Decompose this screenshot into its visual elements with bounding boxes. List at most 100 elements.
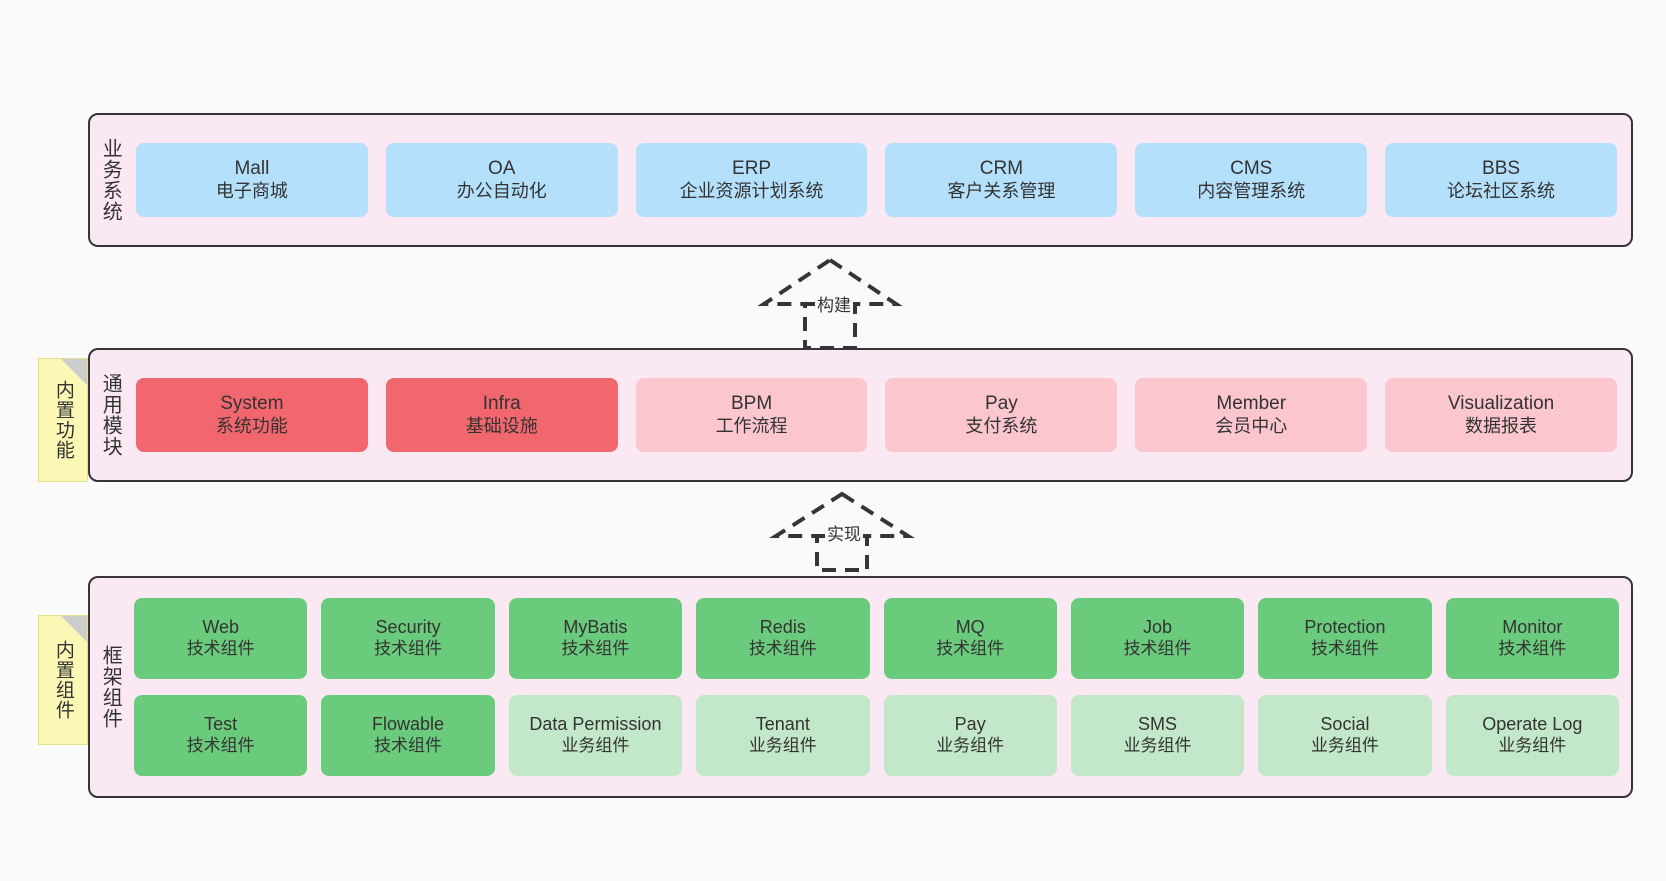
box-oa[interactable]: OA 办公自动化 xyxy=(385,143,618,217)
box-flowable[interactable]: Flowable 技术组件 xyxy=(321,695,495,776)
box-redis[interactable]: Redis 技术组件 xyxy=(696,598,870,679)
box-subtitle: 技术组件 xyxy=(748,639,817,659)
box-subtitle: 会员中心 xyxy=(1215,415,1288,436)
box-subtitle: 企业资源计划系统 xyxy=(679,180,824,201)
note-builtin-functions: 内置功能 xyxy=(38,358,88,482)
box-title: Protection xyxy=(1304,617,1386,638)
note-fold-corner-icon xyxy=(61,616,87,642)
box-subtitle: 技术组件 xyxy=(186,736,255,756)
box-subtitle: 技术组件 xyxy=(936,639,1005,659)
box-title: Social xyxy=(1320,714,1370,735)
box-subtitle: 基础设施 xyxy=(465,415,538,436)
arrow-build: 构建 xyxy=(757,257,903,350)
box-title: Security xyxy=(375,617,441,638)
note-label: 内置功能 xyxy=(52,380,74,460)
box-pay-component[interactable]: Pay 业务组件 xyxy=(883,695,1057,776)
box-crm[interactable]: CRM 客户关系管理 xyxy=(885,143,1118,217)
box-subtitle: 技术组件 xyxy=(1123,639,1192,659)
box-subtitle: 系统功能 xyxy=(215,415,288,436)
box-mq[interactable]: MQ 技术组件 xyxy=(883,598,1057,679)
layer-title-framework-components: 框架组件 xyxy=(99,645,122,729)
box-subtitle: 数据报表 xyxy=(1465,415,1538,436)
layer-row: Mall 电子商城 OA 办公自动化 ERP 企业资源计划系统 CRM 客户关系… xyxy=(136,143,1617,217)
box-system[interactable]: System 系统功能 xyxy=(136,378,368,452)
box-subtitle: 论坛社区系统 xyxy=(1447,180,1556,201)
box-infra[interactable]: Infra 基础设施 xyxy=(385,378,618,452)
box-title: SMS xyxy=(1138,714,1178,735)
arrow-build-label: 构建 xyxy=(815,291,853,316)
box-subtitle: 办公自动化 xyxy=(456,180,547,201)
note-builtin-components: 内置组件 xyxy=(38,615,88,745)
box-security[interactable]: Security 技术组件 xyxy=(321,598,495,679)
box-title: Member xyxy=(1216,393,1287,415)
box-member[interactable]: Member 会员中心 xyxy=(1135,378,1368,452)
box-visualization[interactable]: Visualization 数据报表 xyxy=(1385,378,1617,452)
box-operate-log[interactable]: Operate Log 业务组件 xyxy=(1445,695,1619,776)
box-subtitle: 业务组件 xyxy=(1123,736,1192,756)
box-title: Mall xyxy=(234,158,270,180)
box-protection[interactable]: Protection 技术组件 xyxy=(1258,598,1432,679)
box-title: MQ xyxy=(955,617,985,638)
box-cms[interactable]: CMS 内容管理系统 xyxy=(1135,143,1368,217)
box-subtitle: 电子商城 xyxy=(215,180,288,201)
box-subtitle: 技术组件 xyxy=(561,639,630,659)
box-title: Operate Log xyxy=(1482,714,1583,735)
box-title: CMS xyxy=(1230,158,1273,180)
box-subtitle: 支付系统 xyxy=(965,415,1038,436)
box-subtitle: 工作流程 xyxy=(715,415,788,436)
box-title: ERP xyxy=(732,158,772,180)
box-title: BPM xyxy=(730,393,773,415)
box-subtitle: 业务组件 xyxy=(936,736,1005,756)
box-title: Job xyxy=(1143,617,1173,638)
box-title: BBS xyxy=(1482,158,1521,180)
box-data-permission[interactable]: Data Permission 业务组件 xyxy=(508,695,683,776)
box-title: Monitor xyxy=(1502,617,1563,638)
box-title: Tenant xyxy=(755,714,810,735)
box-subtitle: 技术组件 xyxy=(1310,639,1379,659)
layer-body-business-systems: Mall 电子商城 OA 办公自动化 ERP 企业资源计划系统 CRM 客户关系… xyxy=(130,115,1631,245)
box-mybatis[interactable]: MyBatis 技术组件 xyxy=(508,598,683,679)
box-test[interactable]: Test 技术组件 xyxy=(134,695,308,776)
box-social[interactable]: Social 业务组件 xyxy=(1258,695,1432,776)
box-bbs[interactable]: BBS 论坛社区系统 xyxy=(1385,143,1617,217)
box-subtitle: 技术组件 xyxy=(374,639,443,659)
box-erp[interactable]: ERP 企业资源计划系统 xyxy=(635,143,868,217)
box-sms[interactable]: SMS 业务组件 xyxy=(1070,695,1245,776)
layer-business-systems: 业务系统 Mall 电子商城 OA 办公自动化 ERP 企业资源计划系统 CRM… xyxy=(88,113,1633,247)
layer-row-business: Test 技术组件 Flowable 技术组件 Data Permission … xyxy=(134,695,1619,776)
layer-framework-components: 框架组件 Web 技术组件 Security 技术组件 MyBatis 技术组件… xyxy=(88,576,1633,798)
layer-row: System 系统功能 Infra 基础设施 BPM 工作流程 Pay 支付系统… xyxy=(136,378,1617,452)
box-web[interactable]: Web 技术组件 xyxy=(134,598,308,679)
box-subtitle: 技术组件 xyxy=(1498,639,1567,659)
box-subtitle: 技术组件 xyxy=(374,736,443,756)
box-job[interactable]: Job 技术组件 xyxy=(1070,598,1245,679)
box-tenant[interactable]: Tenant 业务组件 xyxy=(696,695,870,776)
note-label: 内置组件 xyxy=(52,640,74,720)
layer-title-common-modules: 通用模块 xyxy=(99,373,122,457)
box-title: Pay xyxy=(954,714,986,735)
box-subtitle: 业务组件 xyxy=(561,736,630,756)
arrow-implement: 实现 xyxy=(769,491,915,572)
layer-title-business-systems: 业务系统 xyxy=(99,138,122,222)
box-title: Test xyxy=(204,714,238,735)
layer-common-modules: 通用模块 System 系统功能 Infra 基础设施 BPM 工作流程 Pay… xyxy=(88,348,1633,482)
layer-body-common-modules: System 系统功能 Infra 基础设施 BPM 工作流程 Pay 支付系统… xyxy=(130,350,1631,480)
box-title: Data Permission xyxy=(529,714,662,735)
box-title: Visualization xyxy=(1447,393,1555,415)
box-subtitle: 业务组件 xyxy=(1310,736,1379,756)
box-title: System xyxy=(220,393,284,415)
layer-body-framework-components: Web 技术组件 Security 技术组件 MyBatis 技术组件 Redi… xyxy=(130,578,1631,796)
box-title: Infra xyxy=(482,393,521,415)
box-subtitle: 业务组件 xyxy=(748,736,817,756)
box-pay-module[interactable]: Pay 支付系统 xyxy=(885,378,1118,452)
box-title: Web xyxy=(202,617,240,638)
box-mall[interactable]: Mall 电子商城 xyxy=(136,143,368,217)
box-subtitle: 内容管理系统 xyxy=(1197,180,1306,201)
arrow-implement-label: 实现 xyxy=(825,520,863,545)
box-title: Redis xyxy=(759,617,806,638)
box-bpm[interactable]: BPM 工作流程 xyxy=(635,378,868,452)
box-monitor[interactable]: Monitor 技术组件 xyxy=(1445,598,1619,679)
box-subtitle: 技术组件 xyxy=(186,639,255,659)
layer-row-tech: Web 技术组件 Security 技术组件 MyBatis 技术组件 Redi… xyxy=(134,598,1619,679)
